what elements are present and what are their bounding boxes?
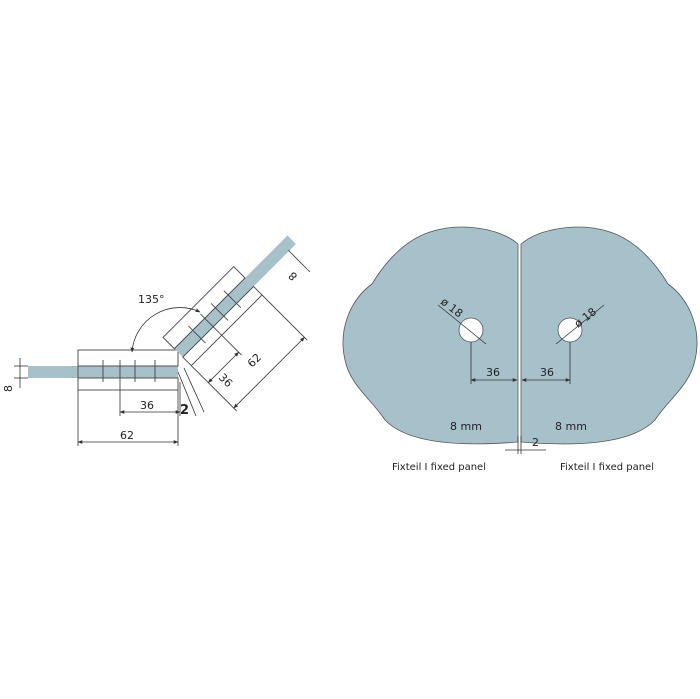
left-hole-distance-label: 36	[486, 366, 500, 379]
side-view: 135° 8 8 36 62 2 36	[2, 235, 311, 446]
right-glass-edge	[174, 235, 296, 358]
angle-label: 135°	[138, 293, 165, 306]
hole-distance-left-label: 36	[140, 399, 154, 412]
right-hole-distance-label: 36	[540, 366, 554, 379]
thickness-left-label: 8	[2, 385, 15, 392]
left-panel-caption: Fixteil I fixed panel	[392, 462, 486, 473]
hinge-length-left-label: 62	[120, 429, 134, 442]
gap-label: 2	[180, 403, 189, 418]
front-gap-label: 2	[532, 436, 539, 449]
hinge-length-right-label: 62	[245, 351, 264, 370]
right-thickness-label: 8 mm	[555, 420, 587, 433]
right-glass-panel	[520, 226, 698, 445]
left-hinge-body	[77, 349, 179, 391]
thickness-right-label: 8	[286, 269, 300, 283]
front-view: ø 18 ø 18 36 36 8 mm 8 mm 2 Fixteil I fi…	[342, 226, 698, 473]
left-thickness-label: 8 mm	[450, 420, 482, 433]
right-panel-caption: Fixteil I fixed panel	[560, 462, 654, 473]
right-glass-and-hinge	[162, 235, 296, 367]
left-glass-panel	[342, 226, 519, 445]
hole-distance-right-label: 36	[216, 371, 235, 390]
